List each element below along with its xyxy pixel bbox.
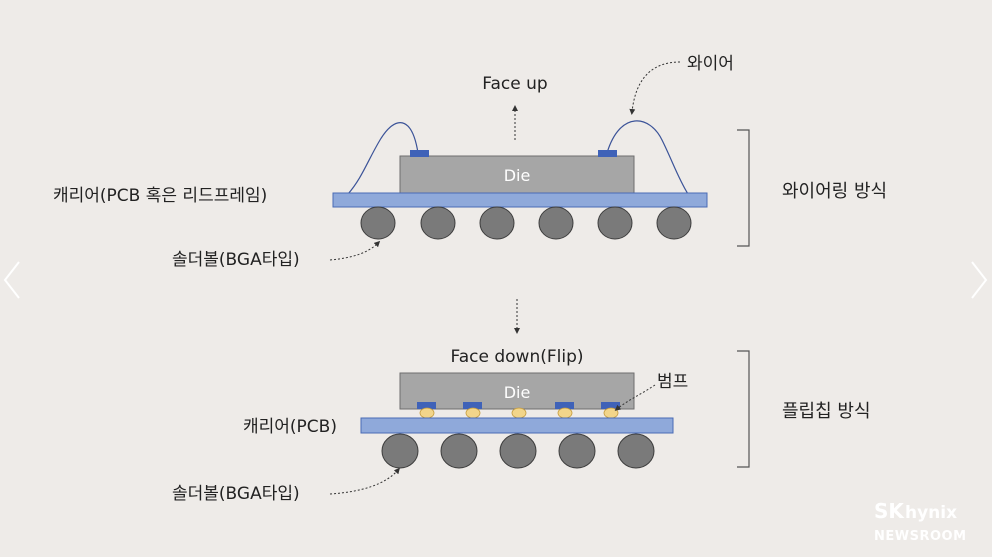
flip-pad	[555, 402, 574, 409]
solder-ball	[538, 206, 574, 240]
bump	[465, 407, 481, 419]
flip-pads	[417, 402, 620, 409]
solder-top-pointer	[329, 240, 381, 261]
bond-pad-left	[410, 150, 429, 157]
wire-pointer	[629, 61, 681, 115]
wire-left	[347, 122, 419, 195]
solder-ball	[499, 433, 537, 469]
solder-ball	[440, 433, 478, 469]
sk-hynix-newsroom-logo: SK hynix NEWSROOM	[874, 499, 967, 544]
die-top-label: Die	[504, 166, 531, 185]
chevron-left-icon	[3, 261, 20, 299]
solder-ball	[656, 206, 692, 240]
flip-chip-section: Face down(Flip) Die	[172, 347, 871, 504]
face-down-label: Face down(Flip)	[451, 347, 584, 367]
solder-ball	[617, 433, 655, 469]
solder-balls-top	[360, 206, 692, 240]
die-bottom	[399, 372, 635, 410]
solder-ball	[420, 206, 456, 240]
prev-slide-button[interactable]	[0, 255, 24, 305]
bump-label: 범프	[657, 372, 688, 392]
wire-right	[606, 120, 689, 195]
solder-bottom-label: 솔더볼(BGA타입)	[172, 484, 300, 504]
carrier-bottom	[360, 417, 674, 434]
bump-pointer	[614, 384, 656, 411]
wire-label: 와이어	[687, 54, 734, 74]
solder-ball	[360, 206, 396, 240]
logo-hynix: hynix	[905, 503, 957, 523]
carrier-top	[332, 192, 708, 208]
carrier-bottom-label: 캐리어(PCB)	[243, 417, 337, 437]
wire-bonding-section: Die Face up 와이어 캐리어(PCB 혹은 리드프레임) 솔더볼(BG…	[53, 54, 887, 270]
solder-balls-bottom	[381, 433, 655, 469]
flip-chip-method-label: 플립칩 방식	[782, 401, 871, 422]
solder-ball	[381, 433, 419, 469]
bump	[419, 407, 435, 419]
bump	[603, 407, 619, 419]
die-bottom-label: Die	[504, 383, 531, 402]
solder-top-label: 솔더볼(BGA타입)	[172, 250, 300, 270]
bond-pad-right	[598, 150, 617, 157]
brace-top	[737, 129, 750, 247]
solder-bottom-pointer	[329, 467, 400, 495]
wire-bonding-method-label: 와이어링 방식	[782, 181, 887, 202]
die-top	[399, 155, 635, 194]
face-up-label: Face up	[482, 74, 547, 94]
bump	[511, 407, 527, 419]
flip-pad	[463, 402, 482, 409]
logo-sk: SK	[874, 499, 905, 523]
flip-pad	[601, 402, 620, 409]
carrier-top-label: 캐리어(PCB 혹은 리드프레임)	[53, 186, 267, 206]
chevron-right-icon	[971, 261, 988, 299]
next-slide-button[interactable]	[966, 255, 992, 305]
flip-pad	[417, 402, 436, 409]
bump	[557, 407, 573, 419]
brace-bottom	[737, 350, 750, 468]
bumps	[419, 407, 619, 419]
logo-newsroom: NEWSROOM	[874, 529, 967, 544]
solder-ball	[558, 433, 596, 469]
solder-ball	[597, 206, 633, 240]
solder-ball	[479, 206, 515, 240]
